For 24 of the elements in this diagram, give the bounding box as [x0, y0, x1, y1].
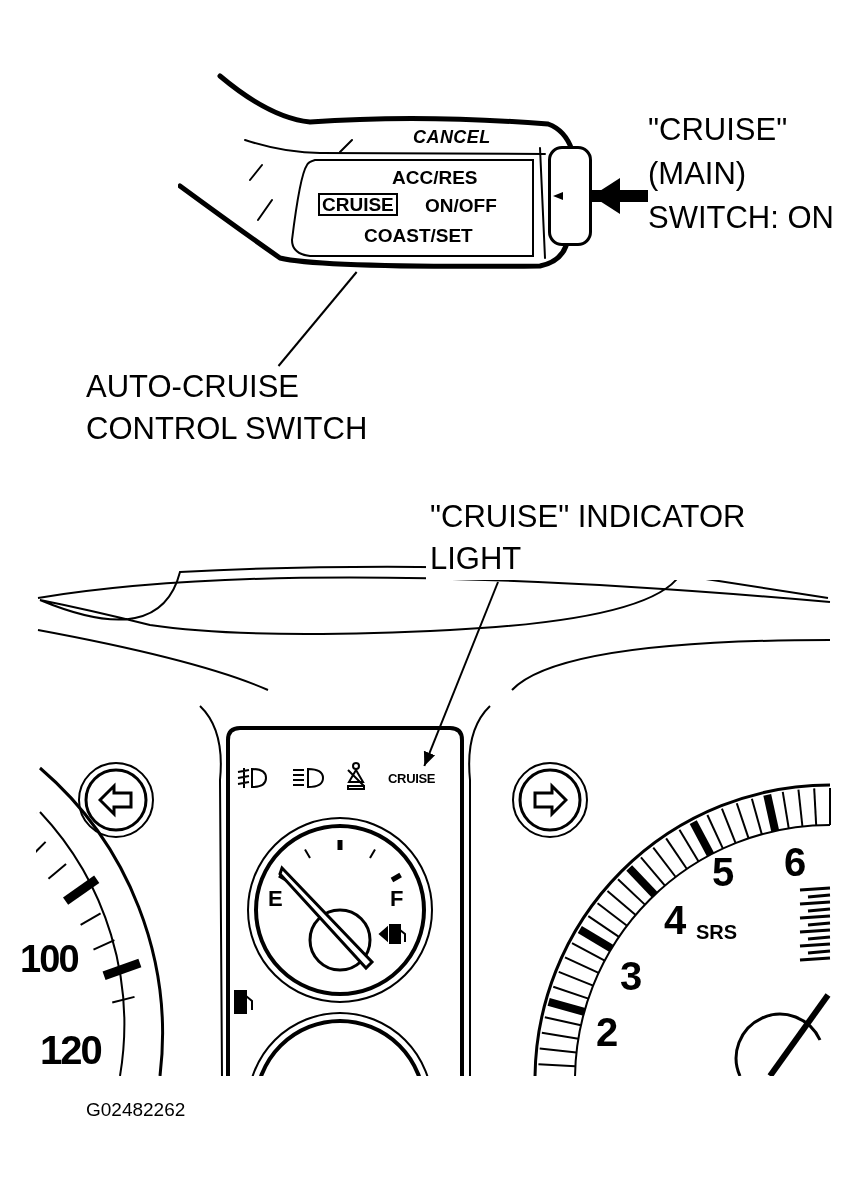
arrow [592, 178, 648, 214]
rpm-number: 2 [596, 1012, 619, 1052]
rpm-number: 6 [784, 842, 807, 882]
arrow [423, 581, 499, 767]
gauge-marking: E [268, 888, 283, 910]
main-switch-button [548, 146, 592, 246]
rpm-number: 4 [664, 900, 687, 940]
control-lever-drawing [178, 70, 575, 272]
switch-marking: COAST/SET [364, 226, 473, 245]
speed-number: 120 [40, 1030, 101, 1070]
callout-label: "CRUISE" (MAIN) SWITCH: ON [648, 111, 835, 237]
rpm-number: 5 [712, 852, 735, 892]
warning-light-label: SRS [696, 922, 738, 942]
leader-line [277, 271, 358, 367]
speed-number: 100 [20, 940, 78, 978]
figure-code: G02482262 [86, 1100, 186, 1119]
callout-label: AUTO-CRUISE CONTROL SWITCH [86, 368, 369, 448]
switch-marking: CRUISE [318, 193, 398, 216]
switch-marking: ON/OFF [425, 196, 497, 215]
gauge-marking: F [390, 888, 404, 910]
rpm-number: 3 [620, 956, 643, 996]
switch-marking: CANCEL [413, 128, 491, 146]
indicator-light-label: CRUISE [388, 770, 436, 788]
switch-marking: ACC/RES [392, 168, 478, 187]
